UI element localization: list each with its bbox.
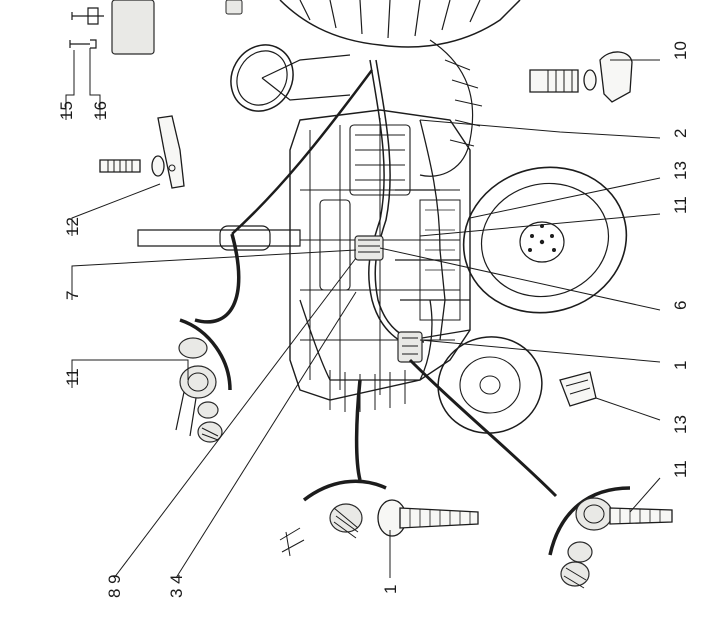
leader-2 [419,119,661,139]
hydraulic-lines [368,59,471,349]
part-11-left-cluster [175,233,241,443]
lower-pulley [437,336,543,434]
callout-11-mid: 11 [671,196,690,214]
bowden-lead-line [231,69,374,235]
callout-3-4: 3 4 [167,574,186,598]
part-12-bolt-bracket [99,115,185,189]
leader-11-mid [419,213,661,237]
leader-7 [71,249,357,300]
leader-13-right [595,397,661,421]
front-wheel [462,166,628,314]
callout-13-mid: 13 [671,161,690,180]
callout-7: 7 [63,291,82,300]
part-1-lower-cluster [279,379,479,557]
callout-6: 6 [671,301,690,310]
callout-11-left: 11 [63,368,82,386]
leader-15 [65,50,75,120]
callout-11-right: 11 [671,460,690,478]
callout-2: 2 [671,129,690,138]
steering-wheel [230,44,351,112]
callout-1-bottom: 1 [381,585,400,594]
fitting-7 [354,235,384,261]
leader-1-top [419,339,661,363]
part-10-bolt-clip [529,51,633,103]
axle-shaft [137,225,301,251]
leader-3-4 [175,291,357,579]
leader-11-right [629,477,661,513]
leader-16 [89,48,101,120]
callout-8-9: 8 9 [105,574,124,598]
fastener-parts-top-left [69,0,243,55]
callout-12: 12 [63,217,82,236]
rear-tire-tread [279,0,521,177]
part-11-right-cluster [408,358,673,589]
callout-15: 15 [57,101,76,120]
callout-13-right: 13 [671,415,690,434]
part-13-clip [559,371,597,407]
leader-12 [71,183,161,236]
leader-lines [65,48,661,579]
callout-labels: 15 16 12 7 11 10 2 13 11 6 1 13 11 8 9 3… [57,41,690,598]
callout-10: 10 [671,41,690,60]
leader-13-mid [469,177,661,219]
leader-11-left [71,359,189,388]
tractor-illustration [69,0,673,589]
callout-1-top: 1 [671,361,690,370]
leader-6 [379,247,661,311]
callout-16: 16 [91,101,110,120]
leader-8-9 [113,257,357,579]
fitting-1 [397,331,423,363]
